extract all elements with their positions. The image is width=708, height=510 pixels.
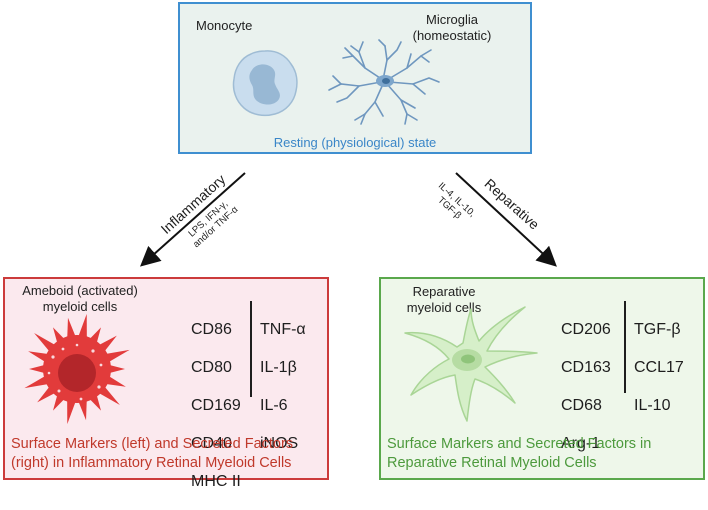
monocyte-label: Monocyte [196,18,253,33]
inflammatory-secreted-factors: TNF-α IL-1β IL-6 iNOS [260,301,306,472]
inflammatory-title: Ameboid (activated) myeloid cells [5,283,155,315]
secreted-factor-tnf-alpha: TNF-α [260,321,306,338]
resting-state-panel: Monocyte Microglia (homeostatic) Resting… [178,2,532,154]
reparative-caption: Surface Markers and Secreted Factors in … [387,435,651,473]
ameboid-spike [29,364,48,374]
inflammatory-title-line2: myeloid cells [42,299,118,314]
ameboid-spike [67,317,77,341]
transition-arrows [140,172,557,267]
reparative-title-line2: myeloid cells [406,300,482,315]
surface-marker-arg-1: Arg-1 [561,435,601,452]
reparative-arrow [455,172,557,267]
ameboid-spike [77,397,87,421]
inflammatory-caption-line1: Surface Markers (left) and Secreted Fact… [11,436,294,452]
secreted-factor-tgf-beta: TGF-β [634,321,681,338]
reparative-divider [624,301,626,393]
microglia-label-line1: Microglia [425,12,478,27]
ameboid-spike [77,313,87,341]
inflammatory-surface-markers: CD86 CD80 CD169 CD40 MHC II [191,301,241,510]
reparative-cell-icon [404,306,538,422]
surface-marker-cd206: CD206 [561,321,611,338]
inflammatory-caption: Surface Markers (left) and Secreted Fact… [11,435,293,473]
reparative-title-line1: Reparative [412,284,476,299]
microglia-cell-icon [328,39,440,125]
reparative-title: Reparative myeloid cells [381,284,507,316]
surface-marker-cd163: CD163 [561,359,611,376]
inflammatory-panel: Ameboid (activated) myeloid cells CD86 C… [3,277,329,490]
reparative-caption-line1: Surface Markers and Secreted Factors in [387,436,652,452]
microglia-label-line2: (homeostatic) [412,28,492,43]
inflammatory-divider [250,301,252,397]
reparative-secreted-factors: TGF-β CCL17 IL-10 [634,301,684,434]
microglia-label: Microglia (homeostatic) [392,12,512,44]
surface-marker-cd68: CD68 [561,397,602,414]
ameboid-spike [24,374,51,389]
reparative-caption-line2: Reparative Retinal Myeloid Cells [387,455,597,471]
reparative-panel: Reparative myeloid cells CD206 CD163 CD6… [379,277,705,480]
resting-state-caption: Resting (physiological) state [273,135,437,150]
inflammatory-caption-line2: (right) in Inflammatory Retinal Myeloid … [11,455,292,471]
secreted-factor-inos: iNOS [260,435,299,452]
inflammatory-arrow [140,172,246,267]
reparative-surface-markers: CD206 CD163 CD68 Arg-1 [561,301,611,472]
ameboid-spike [106,364,125,374]
monocyte-cell-icon [232,50,298,117]
surface-marker-cd40: CD40 [191,435,232,452]
ameboid-spike [67,397,77,425]
surface-marker-cd80: CD80 [191,359,232,376]
ameboid-spike [103,349,130,364]
inflammatory-title-line1: Ameboid (activated) [22,283,138,298]
surface-marker-cd86: CD86 [191,321,232,338]
secreted-factor-ccl17: CCL17 [634,359,684,376]
surface-marker-cd169: CD169 [191,397,241,414]
secreted-factor-il-1beta: IL-1β [260,359,297,376]
secreted-factor-il-6: IL-6 [260,397,288,414]
secreted-factor-il-10: IL-10 [634,397,671,414]
ameboid-cell-icon [24,313,130,425]
